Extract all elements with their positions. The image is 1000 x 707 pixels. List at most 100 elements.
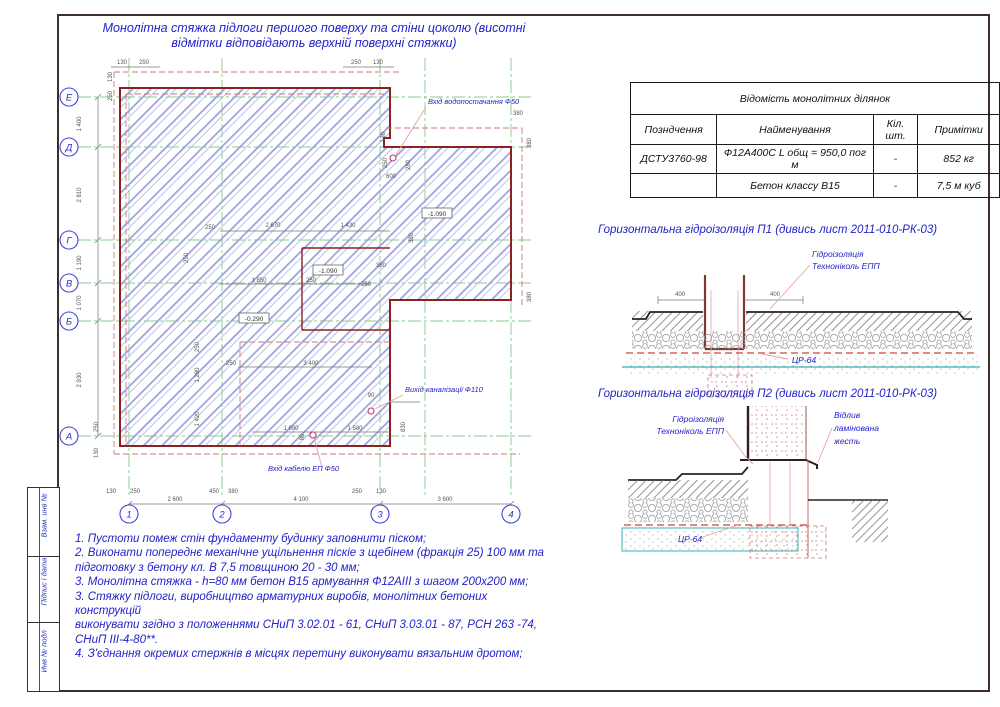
elevation-box bbox=[312, 264, 344, 276]
footing-section bbox=[749, 525, 827, 559]
slab-section-left bbox=[632, 311, 703, 331]
dimension-label: 250 bbox=[195, 341, 201, 352]
axis-bubble bbox=[370, 504, 390, 524]
hydro-label-line2: Техноніколь ЕПП bbox=[656, 426, 724, 436]
dimension-label: 130 bbox=[381, 131, 387, 142]
axis-label: Е bbox=[66, 92, 73, 103]
dimension-label: 130 bbox=[94, 447, 100, 458]
note-line: 4. З'єднання окремих стержнів в місцях п… bbox=[75, 648, 523, 661]
stamp-strip-label: Взам. инв № bbox=[39, 493, 49, 538]
strip-divider bbox=[39, 488, 40, 556]
axis-label: Д bbox=[65, 142, 73, 153]
dimension-label: 250 bbox=[130, 489, 141, 495]
dimension-label: 130 bbox=[373, 60, 384, 66]
axis-label: Б bbox=[66, 316, 72, 327]
cr64-label: ЦР-64 bbox=[792, 355, 816, 365]
dimension-label: 1 580 bbox=[347, 426, 363, 432]
plan-annotation: Вхід кабелю ЕП Ф50 bbox=[268, 464, 340, 473]
elevation-value: -1.090 bbox=[428, 211, 447, 218]
table-cell: Бетон классу В15 bbox=[716, 173, 874, 198]
stamp-strip-label: Підпис і дата bbox=[39, 557, 49, 605]
plan-annotation: Вихід каналізації Ф110 bbox=[405, 385, 484, 394]
offset-dashed-lines bbox=[113, 71, 523, 455]
axis-bubble bbox=[59, 87, 79, 107]
axis-bubble bbox=[59, 230, 79, 250]
axis-bubble bbox=[212, 504, 232, 524]
dimension-label: 380 bbox=[409, 232, 415, 243]
axis-label: 1 bbox=[126, 509, 131, 520]
footing-lines bbox=[769, 462, 791, 525]
hydro-label-line1: Гідроізоляція bbox=[672, 414, 724, 424]
otliv-label-line3: жесть bbox=[833, 436, 860, 446]
dimension-label: 130 bbox=[376, 489, 387, 495]
detail-p1-title: Горизонтальна гідроізоляція П1 (дивись л… bbox=[598, 224, 938, 236]
leader-line bbox=[374, 394, 404, 410]
dimension-label: 250 bbox=[383, 157, 389, 168]
membrane-line bbox=[632, 311, 972, 320]
strip-divider bbox=[39, 623, 40, 691]
elevation-value: -0.290 bbox=[245, 316, 264, 323]
notes: 1. Пустоти помеж стін фундаменту будинку… bbox=[75, 532, 555, 662]
dimension-label: 280 bbox=[406, 159, 412, 170]
dimension-label: 4 100 bbox=[293, 497, 309, 503]
dimension-label: 250 bbox=[361, 282, 372, 288]
dimension-label: 1 420 bbox=[195, 411, 201, 427]
axis-bubble bbox=[59, 137, 79, 157]
zone-lines bbox=[301, 247, 390, 331]
dimension-label: 2 600 bbox=[167, 497, 183, 503]
dimension-label: 1 190 bbox=[77, 255, 83, 271]
col-header: Позндчення bbox=[629, 114, 718, 145]
dimension-label: 400 bbox=[770, 292, 781, 298]
dimension-label: 1 280 bbox=[195, 367, 201, 383]
dimension-label: 2 930 bbox=[77, 372, 83, 388]
dimension-label: 250 bbox=[184, 252, 190, 263]
axis-bubble bbox=[59, 426, 79, 446]
axis-bubble bbox=[59, 273, 79, 293]
dimension-label: 250 bbox=[226, 361, 237, 367]
dimension-label: 1 430 bbox=[340, 223, 356, 229]
entry-point-marker bbox=[367, 407, 375, 415]
monolith-table: Відомість монолітних ділянок Позндчення … bbox=[629, 82, 1000, 198]
dimension-label: 380 bbox=[527, 291, 533, 302]
wall-section bbox=[748, 406, 806, 460]
drawing-title: Монолітна стяжка підлоги першого поверху… bbox=[102, 21, 526, 50]
dimension-label: 1 690 bbox=[283, 426, 299, 432]
dimension-label: 3 400 bbox=[303, 361, 319, 367]
gravel-layer bbox=[632, 331, 972, 349]
cr64-label: ЦР-64 bbox=[678, 534, 702, 544]
dimension-label: 380 bbox=[513, 111, 524, 117]
axis-label: 3 bbox=[377, 509, 383, 520]
dimension-label: 250 bbox=[139, 60, 150, 66]
dimension-label: 3 600 bbox=[437, 497, 453, 503]
gravel-layer bbox=[628, 498, 748, 522]
dimension-label: 380 bbox=[527, 137, 533, 148]
dimension-label: 380 bbox=[376, 263, 387, 269]
dim-lines bbox=[94, 66, 515, 508]
dimension-label: 450 bbox=[209, 489, 220, 495]
slab-section bbox=[628, 480, 748, 498]
axis-label: Г bbox=[66, 235, 72, 246]
dimension-label: 130 bbox=[106, 489, 117, 495]
axis-bubble bbox=[59, 311, 79, 331]
axis-label: 4 bbox=[508, 509, 513, 520]
membrane-line bbox=[628, 466, 749, 481]
dimension-label: 2 810 bbox=[77, 187, 83, 203]
plan-annotation: Вхід водопостачання Ф50 bbox=[428, 97, 520, 106]
entry-point-marker bbox=[389, 154, 397, 162]
col-header: Кіл. шт. bbox=[872, 114, 919, 145]
note-line: підготовку з бетону кл. В 7,5 товщиною 2… bbox=[75, 561, 360, 574]
table-cell: - bbox=[872, 173, 919, 198]
table-cell bbox=[629, 173, 718, 198]
leader-line bbox=[313, 437, 323, 468]
ground-section bbox=[852, 500, 888, 542]
dimension-label: 830 bbox=[401, 421, 407, 432]
stamp-strip-podpis: Підпис і дата bbox=[27, 556, 60, 623]
axis-label: А bbox=[65, 431, 72, 442]
dimension-label: 2 670 bbox=[265, 223, 281, 229]
